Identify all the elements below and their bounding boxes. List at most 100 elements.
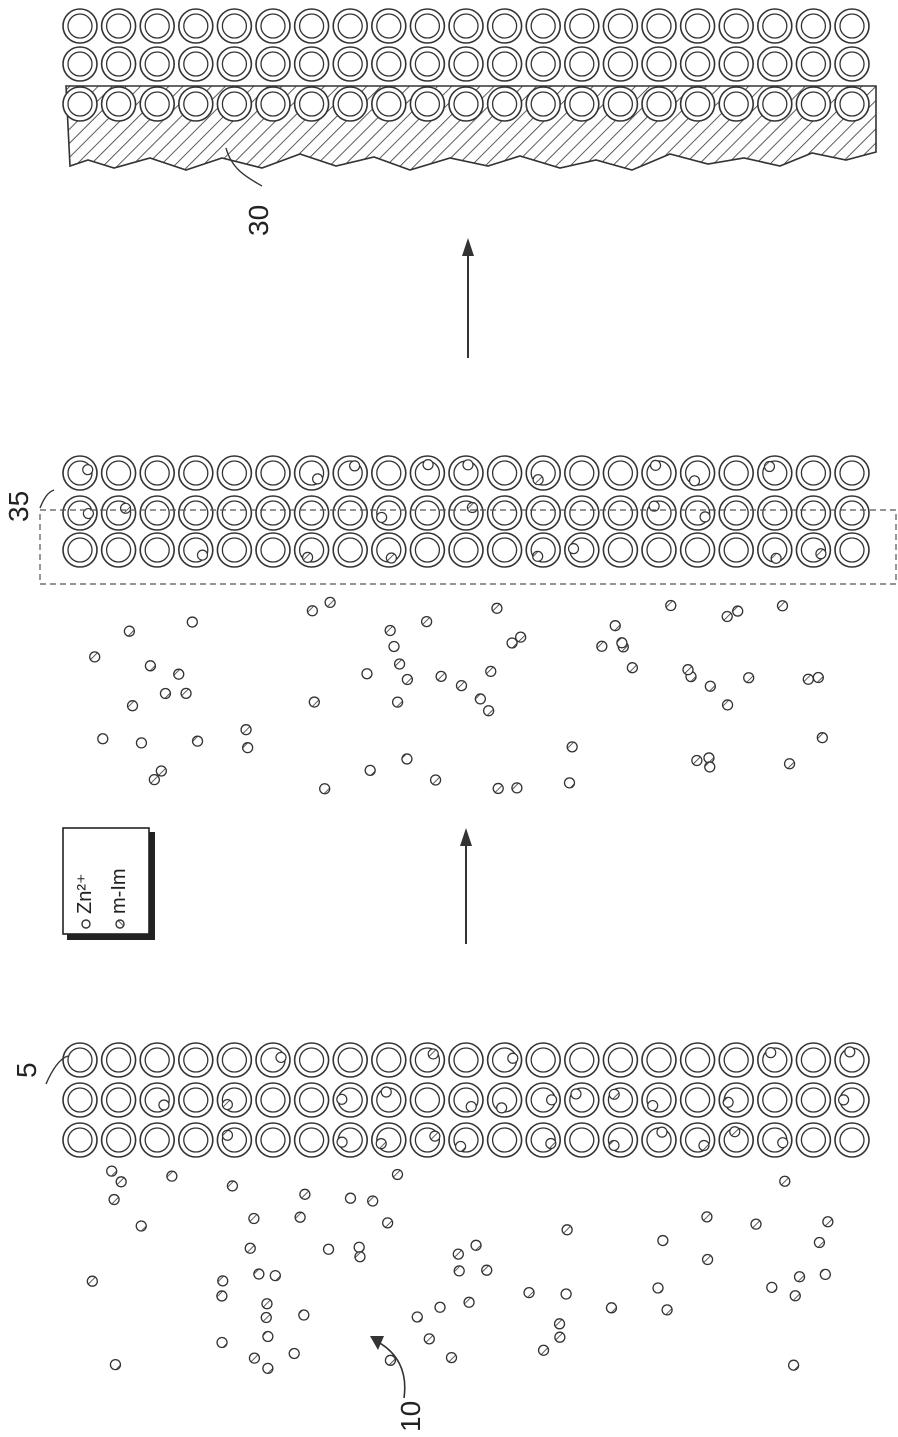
bound-particle [657, 1127, 667, 1137]
free-particle [658, 1236, 668, 1246]
legend: Zn²⁺ m-Im [63, 828, 155, 940]
free-particle [116, 1177, 126, 1187]
sphere-core [338, 52, 362, 76]
sphere-core [454, 538, 478, 562]
top-sphere-layer [63, 9, 869, 121]
free-particle [820, 1269, 830, 1279]
sphere-core [68, 1048, 92, 1072]
sphere-core [415, 52, 439, 76]
bound-particle [845, 1047, 855, 1057]
free-particle [263, 1331, 273, 1341]
bound-particle [778, 1138, 788, 1148]
free-particle [422, 617, 432, 627]
label-35: 35 [3, 491, 34, 522]
free-particle [492, 603, 502, 613]
sphere-core [493, 538, 517, 562]
sphere-core [145, 92, 169, 116]
free-particle [263, 1363, 273, 1373]
free-particle [790, 1291, 800, 1301]
sphere-core [261, 1128, 285, 1152]
bound-particle [764, 462, 774, 472]
sphere-core [686, 538, 710, 562]
sphere-core [724, 461, 748, 485]
free-particle [733, 606, 743, 616]
sphere-core [145, 1048, 169, 1072]
free-particle [98, 734, 108, 744]
free-particle [136, 1221, 146, 1231]
free-particle [751, 1219, 761, 1229]
free-particle [447, 1353, 457, 1363]
free-particle [453, 1249, 463, 1259]
sphere-core [107, 92, 131, 116]
legend-mim-label: m-Im [108, 868, 130, 914]
bound-particle [546, 1138, 556, 1148]
free-particle [722, 611, 732, 621]
sphere-core [300, 92, 324, 116]
bound-particle [423, 460, 433, 470]
sphere-core [570, 501, 594, 525]
sphere-core [686, 14, 710, 38]
sphere-core [68, 14, 92, 38]
free-particle [456, 681, 466, 691]
sphere-core [724, 92, 748, 116]
sphere-core [724, 538, 748, 562]
sphere-core [107, 1048, 131, 1072]
bound-particle [303, 552, 313, 562]
free-particle [383, 1218, 393, 1228]
bound-particle [547, 1095, 557, 1105]
sphere-core [801, 92, 825, 116]
free-particle [516, 632, 526, 642]
free-particle [524, 1288, 534, 1298]
sphere-core [107, 538, 131, 562]
sphere-core [184, 1128, 208, 1152]
sphere-core [145, 538, 169, 562]
leader-35 [40, 490, 54, 508]
bound-particle [159, 1100, 169, 1110]
sphere-core [608, 538, 632, 562]
bound-particle [381, 1087, 391, 1097]
free-particle [145, 661, 155, 671]
sphere-core [493, 14, 517, 38]
sphere-core [222, 461, 246, 485]
free-particle [385, 1355, 395, 1365]
free-particle [156, 766, 166, 776]
free-particle [295, 1212, 305, 1222]
free-particle [385, 626, 395, 636]
sphere-core [338, 1048, 362, 1072]
sphere-core [300, 1128, 324, 1152]
sphere-core [647, 92, 671, 116]
free-particle [300, 1189, 310, 1199]
free-particle [789, 1360, 799, 1370]
sphere-core [531, 14, 555, 38]
sphere-core [377, 92, 401, 116]
free-particle [562, 1225, 572, 1235]
sphere-core [222, 92, 246, 116]
sphere-core [377, 1048, 401, 1072]
free-particle [705, 681, 715, 691]
free-particle [617, 638, 627, 648]
sphere-core [724, 52, 748, 76]
sphere-core [184, 501, 208, 525]
sphere-core [647, 1048, 671, 1072]
bound-particle [83, 465, 93, 475]
sphere-core [377, 52, 401, 76]
free-particle [320, 784, 330, 794]
bound-particle [337, 1137, 347, 1147]
free-particle [653, 1283, 663, 1293]
sphere-core [184, 1088, 208, 1112]
sphere-core [608, 52, 632, 76]
free-particle [484, 706, 494, 716]
bound-particle [313, 474, 323, 484]
free-particle [299, 1310, 309, 1320]
free-particle [482, 1265, 492, 1275]
bound-particle [428, 1049, 438, 1059]
free-particle [424, 1334, 434, 1344]
sphere-core [415, 14, 439, 38]
bound-particle [222, 1130, 232, 1140]
sphere-core [300, 1088, 324, 1112]
sphere-core [840, 92, 864, 116]
free-particle [777, 601, 787, 611]
bound-particle [386, 553, 396, 563]
sphere-core [68, 1088, 92, 1112]
